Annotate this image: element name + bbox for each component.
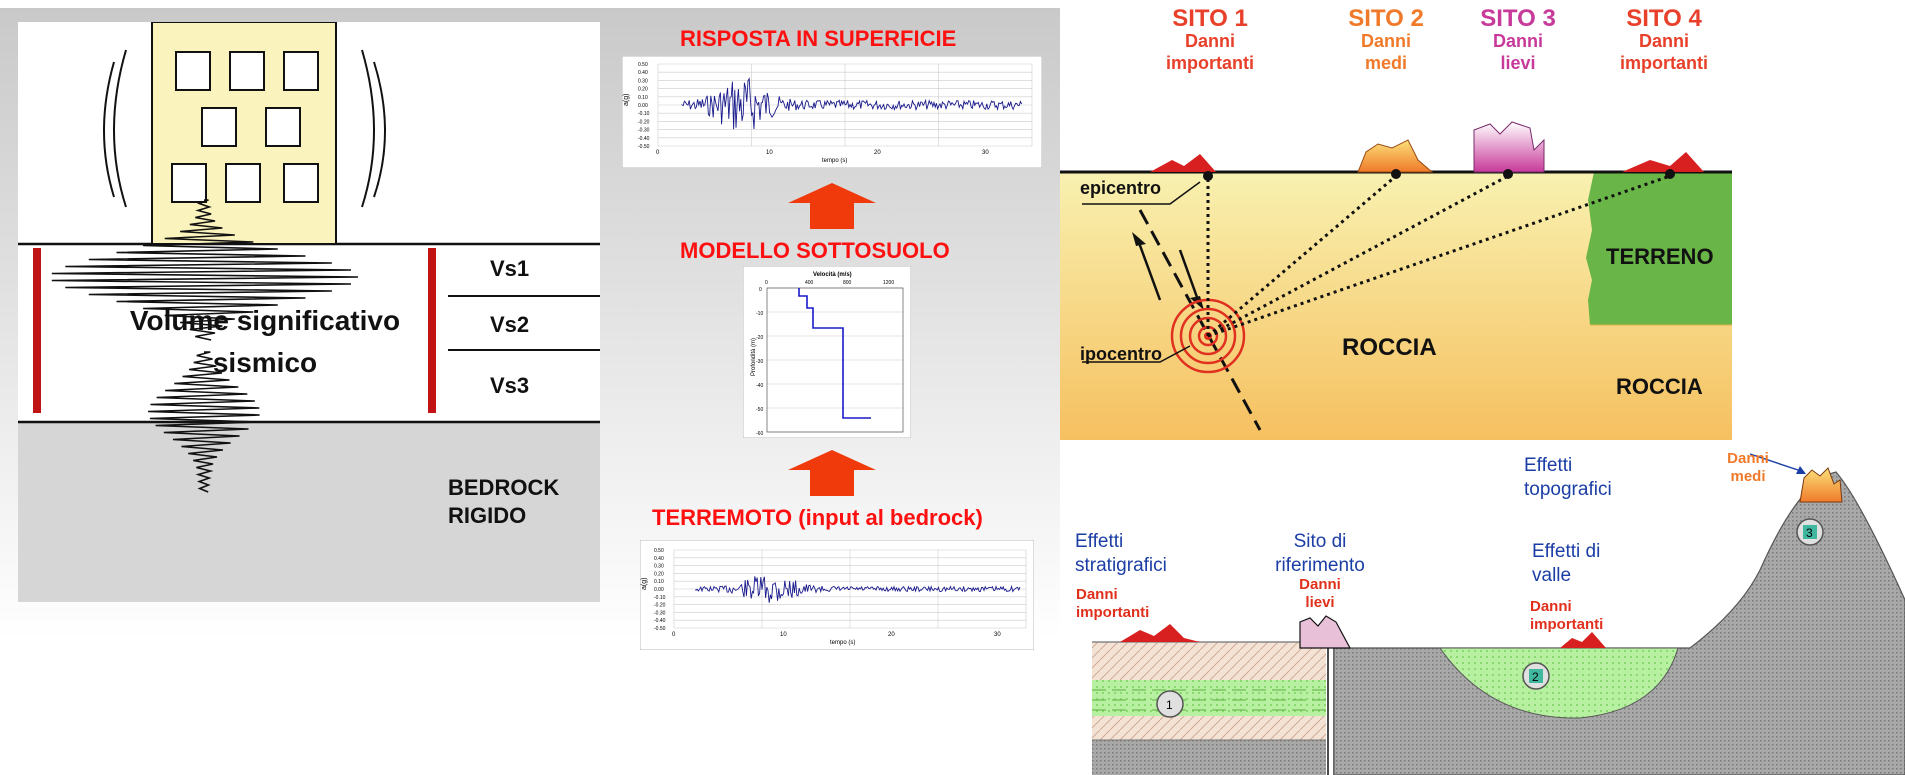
svg-text:a(g): a(g) (641, 578, 648, 590)
svg-text:0.40: 0.40 (638, 70, 648, 76)
svg-text:-10: -10 (756, 311, 763, 317)
svg-text:-0.40: -0.40 (638, 136, 650, 142)
surface-response-title: RISPOSTA IN SUPERFICIE (680, 26, 957, 51)
svg-text:0.30: 0.30 (654, 564, 664, 570)
svg-text:20: 20 (874, 150, 881, 156)
svg-text:-60: -60 (756, 431, 763, 437)
svg-text:0.30: 0.30 (638, 78, 648, 84)
ipocentro-label: ipocentro (1080, 344, 1163, 364)
soil-column-diagram (18, 22, 600, 602)
svg-text:-40: -40 (756, 383, 763, 389)
svg-text:10: 10 (766, 150, 773, 156)
svg-text:0.40: 0.40 (654, 556, 664, 562)
svg-text:-50: -50 (756, 407, 763, 413)
svg-text:0.10: 0.10 (654, 579, 664, 585)
roccia2-label: ROCCIA (1616, 374, 1703, 399)
terreno-label: TERRENO (1606, 244, 1714, 269)
roccia-label: ROCCIA (1342, 334, 1437, 361)
svg-text:tempo (s): tempo (s) (830, 640, 855, 646)
svg-text:-0.50: -0.50 (654, 626, 666, 632)
svg-text:-0.20: -0.20 (654, 603, 666, 609)
svg-text:0.20: 0.20 (654, 571, 664, 577)
velocity-profile-chart: Velocità (m/s) 0 400 800 1200 Profondità… (743, 266, 911, 438)
svg-text:-0.10: -0.10 (654, 595, 666, 601)
svg-text:tempo (s): tempo (s) (822, 158, 847, 164)
svg-text:10: 10 (780, 632, 787, 638)
svg-text:-0.40: -0.40 (654, 618, 666, 624)
vs1-label: Vs1 (490, 256, 530, 281)
svg-text:0.20: 0.20 (638, 87, 648, 93)
site-effects-section: 1 2 3 (1092, 453, 1905, 775)
svg-text:0.10: 0.10 (638, 95, 648, 101)
svg-text:-0.30: -0.30 (654, 610, 666, 616)
volume-label: Volume significativo sismico (129, 305, 401, 378)
svg-text:a(g): a(g) (623, 94, 630, 106)
svg-text:0: 0 (765, 280, 768, 286)
svg-text:0: 0 (656, 150, 660, 156)
svg-text:0.50: 0.50 (638, 62, 648, 68)
subsoil-model-title: MODELLO SOTTOSUOLO (680, 238, 950, 263)
svg-text:-20: -20 (756, 335, 763, 341)
svg-text:0.50: 0.50 (654, 548, 664, 554)
svg-text:-0.50: -0.50 (638, 144, 650, 150)
svg-text:20: 20 (888, 632, 895, 638)
svg-text:0.00: 0.00 (654, 587, 664, 593)
svg-text:-0.20: -0.20 (638, 119, 650, 125)
svg-text:800: 800 (843, 280, 852, 286)
svg-text:-30: -30 (756, 359, 763, 365)
svg-text:0.00: 0.00 (638, 103, 648, 109)
svg-text:0: 0 (672, 632, 676, 638)
bedrock-accelerogram: a(g) tempo (s) 0 10 20 30 0.500.400.300.… (640, 540, 1034, 650)
svg-text:Velocità (m/s): Velocità (m/s) (813, 272, 852, 278)
svg-text:3: 3 (1806, 526, 1813, 540)
surface-accelerogram: a(g) tempo (s) 0 10 20 30 0.50 0.40 0.30 0.… (622, 56, 1042, 168)
svg-text:1200: 1200 (883, 280, 894, 286)
svg-text:1: 1 (1166, 698, 1173, 712)
svg-text:400: 400 (805, 280, 814, 286)
epicentro-label: epicentro (1080, 178, 1162, 198)
svg-text:0: 0 (759, 287, 762, 293)
svg-text:-0.10: -0.10 (638, 111, 650, 117)
arrow-up-1 (788, 183, 876, 229)
sites-cross-section (1060, 121, 1732, 440)
svg-text:30: 30 (982, 150, 989, 156)
arrow-up-2 (788, 450, 876, 496)
svg-text:2: 2 (1532, 670, 1539, 684)
earthquake-input-title: TERREMOTO (input al bedrock) (652, 505, 983, 530)
svg-text:Profondità (m): Profondità (m) (751, 338, 757, 376)
vs2-label: Vs2 (490, 312, 530, 337)
svg-text:30: 30 (994, 632, 1001, 638)
vs3-label: Vs3 (490, 373, 530, 398)
svg-text:-0.30: -0.30 (638, 128, 650, 134)
